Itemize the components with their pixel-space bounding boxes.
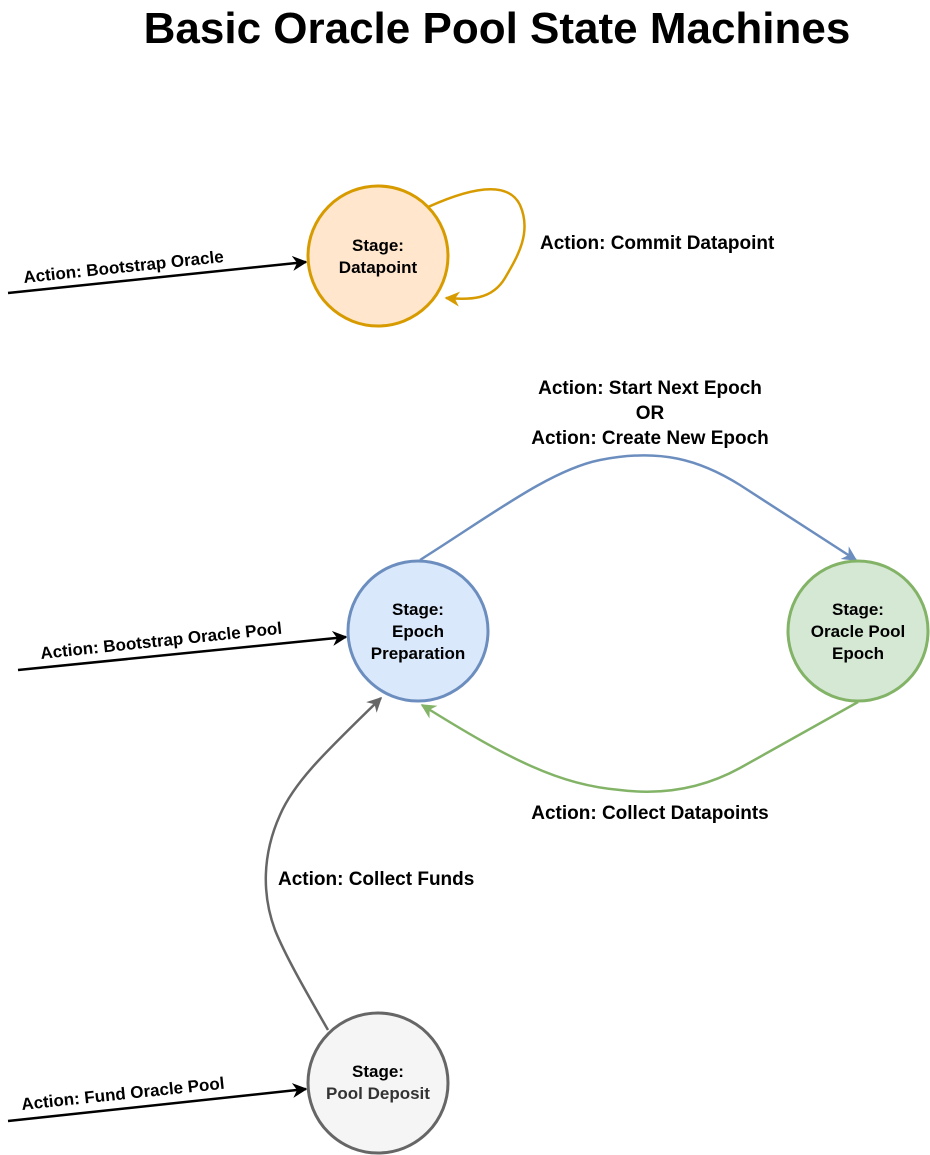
collect-datapoints-edge (420, 700, 859, 794)
stage-datapoint-line2: Datapoint (339, 258, 418, 277)
bootstrap-oracle-edge (7, 255, 308, 295)
create-new-epoch-label: Action: Create New Epoch (531, 428, 769, 449)
stage-oracle-pool-epoch-line3: Epoch (832, 644, 884, 663)
fund-oracle-pool-edge (7, 1082, 308, 1123)
stage-pool-deposit-line1: Stage: (352, 1062, 404, 1081)
stage-pool-deposit-circle (306, 1011, 450, 1155)
stage-oracle-pool-epoch-circle (786, 559, 930, 703)
stage-oracle-pool-epoch-line2: Oracle Pool (811, 622, 905, 641)
commit-datapoint-label: Action: Commit Datapoint (540, 233, 775, 254)
bootstrap-oracle-pool-edge (17, 630, 348, 672)
start-next-epoch-label: Action: Start Next Epoch (538, 378, 762, 399)
stage-oracle-pool-epoch-line1: Stage: (832, 600, 884, 619)
collect-funds-edge (264, 696, 383, 1031)
diagram-title: Basic Oracle Pool State Machines (144, 4, 851, 53)
commit-datapoint-loop-edge (427, 188, 526, 307)
stage-epoch-preparation-circle (346, 559, 490, 703)
stage-epoch-preparation-line2: Epoch (392, 622, 444, 641)
stage-epoch-preparation-node: Stage: Epoch Preparation (346, 559, 490, 703)
stage-datapoint-circle (306, 184, 450, 328)
stage-oracle-pool-epoch-node: Stage: Oracle Pool Epoch (786, 559, 930, 703)
collect-funds-label: Action: Collect Funds (278, 869, 474, 890)
stage-epoch-preparation-line1: Stage: (392, 600, 444, 619)
stage-pool-deposit-line2: Pool Deposit (326, 1084, 430, 1103)
stage-pool-deposit-node: Stage: Pool Deposit (306, 1011, 450, 1155)
stage-datapoint-line1: Stage: (352, 236, 404, 255)
start-next-epoch-edge (419, 454, 858, 562)
collect-datapoints-label: Action: Collect Datapoints (531, 803, 769, 824)
or-label: OR (636, 403, 665, 424)
stage-datapoint-node: Stage: Datapoint (306, 184, 450, 328)
stage-epoch-preparation-line3: Preparation (371, 644, 465, 663)
